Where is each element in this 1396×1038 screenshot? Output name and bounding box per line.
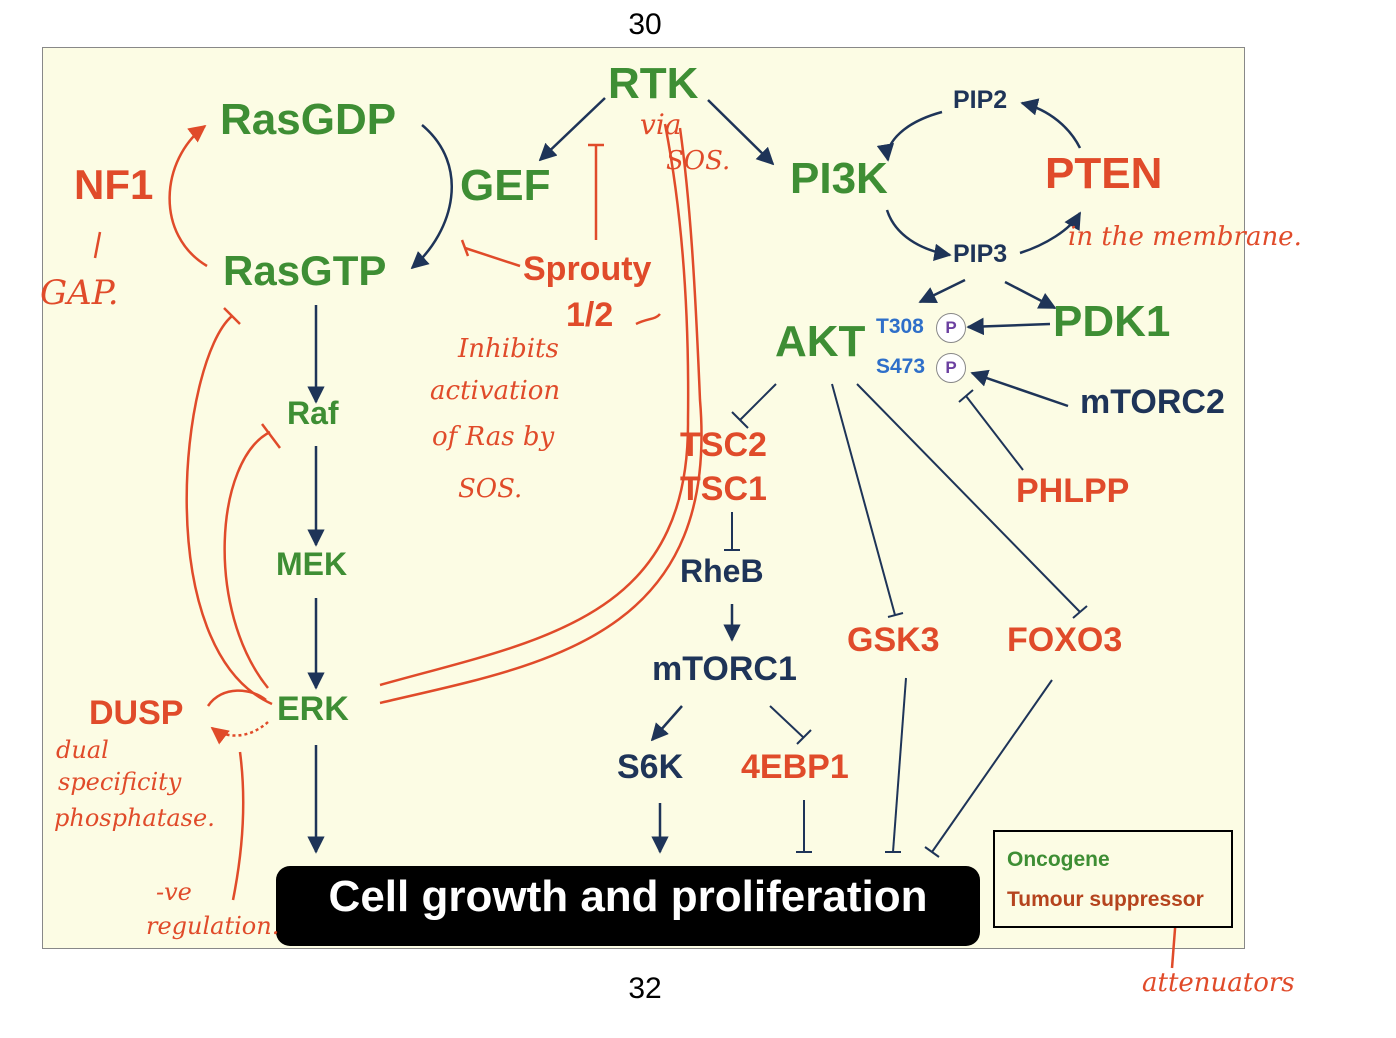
annotation-attenuators: attenuators (1142, 968, 1295, 998)
node-pip3: PIP3 (953, 240, 1008, 268)
node-phlpp: PHLPP (1016, 472, 1130, 510)
node-pten: PTEN (1045, 149, 1163, 198)
outcome-banner: Cell growth and proliferation (276, 866, 980, 946)
site-t308: T308 (876, 315, 924, 338)
node-gsk3: GSK3 (847, 621, 940, 659)
node-tsc2: TSC2 (680, 426, 767, 464)
node-raf: Raf (287, 395, 339, 431)
node-rtk: RTK (608, 59, 699, 108)
annotation-dual-3: phosphatase. (54, 804, 215, 832)
annotation-neg-reg-2: regulation. (146, 912, 280, 940)
node-4ebp1: 4EBP1 (741, 748, 849, 786)
node-rheb: RheB (680, 553, 764, 589)
phospho-circle-s473: P (936, 353, 966, 383)
node-erk: ERK (277, 690, 349, 728)
node-mek: MEK (276, 546, 348, 582)
annotation-via: via (640, 108, 682, 141)
node-rasgtp: RasGTP (223, 247, 387, 294)
node-foxo3: FOXO3 (1007, 621, 1123, 659)
node-sprouty-sub: 1/2 (566, 296, 614, 334)
node-akt: AKT (775, 317, 866, 366)
annotation-inhibits-1: Inhibits (458, 334, 559, 364)
page-number-bottom: 32 (628, 972, 662, 1005)
phospho-circle-t308: P (936, 313, 966, 343)
site-s473: S473 (876, 355, 926, 378)
node-dusp: DUSP (89, 694, 184, 732)
annotation-gap: GAP. (40, 273, 119, 313)
node-rasgdp: RasGDP (220, 95, 397, 144)
node-s6k: S6K (617, 748, 684, 786)
node-mtorc2: mTORC2 (1080, 383, 1225, 421)
annotation-inhibits-2: activation (430, 376, 561, 406)
node-sprouty: Sprouty (523, 250, 652, 288)
annotation-neg-reg-1: -ve (156, 878, 192, 906)
legend-tumour-suppressor: Tumour suppressor (1007, 888, 1204, 911)
annotation-dual-1: dual (56, 736, 109, 764)
node-mtorc1: mTORC1 (652, 650, 797, 688)
node-nf1: NF1 (74, 161, 154, 208)
legend-box: Oncogene Tumour suppressor (993, 830, 1233, 928)
annotation-inhibits-4: SOS. (458, 474, 523, 504)
legend-oncogene: Oncogene (1007, 848, 1110, 871)
annotation-inhibits-3: of Ras by (432, 422, 555, 452)
annotation-dual-2: specificity (58, 768, 182, 796)
page-number-top: 30 (628, 8, 662, 41)
node-gef: GEF (460, 161, 551, 210)
node-pip2: PIP2 (953, 86, 1008, 114)
annotation-in-membrane: in the membrane. (1068, 222, 1302, 252)
annotation-sos: SOS. (666, 146, 731, 176)
node-tsc1: TSC1 (680, 470, 767, 508)
node-pdk1: PDK1 (1053, 297, 1171, 346)
node-pi3k: PI3K (790, 154, 888, 203)
